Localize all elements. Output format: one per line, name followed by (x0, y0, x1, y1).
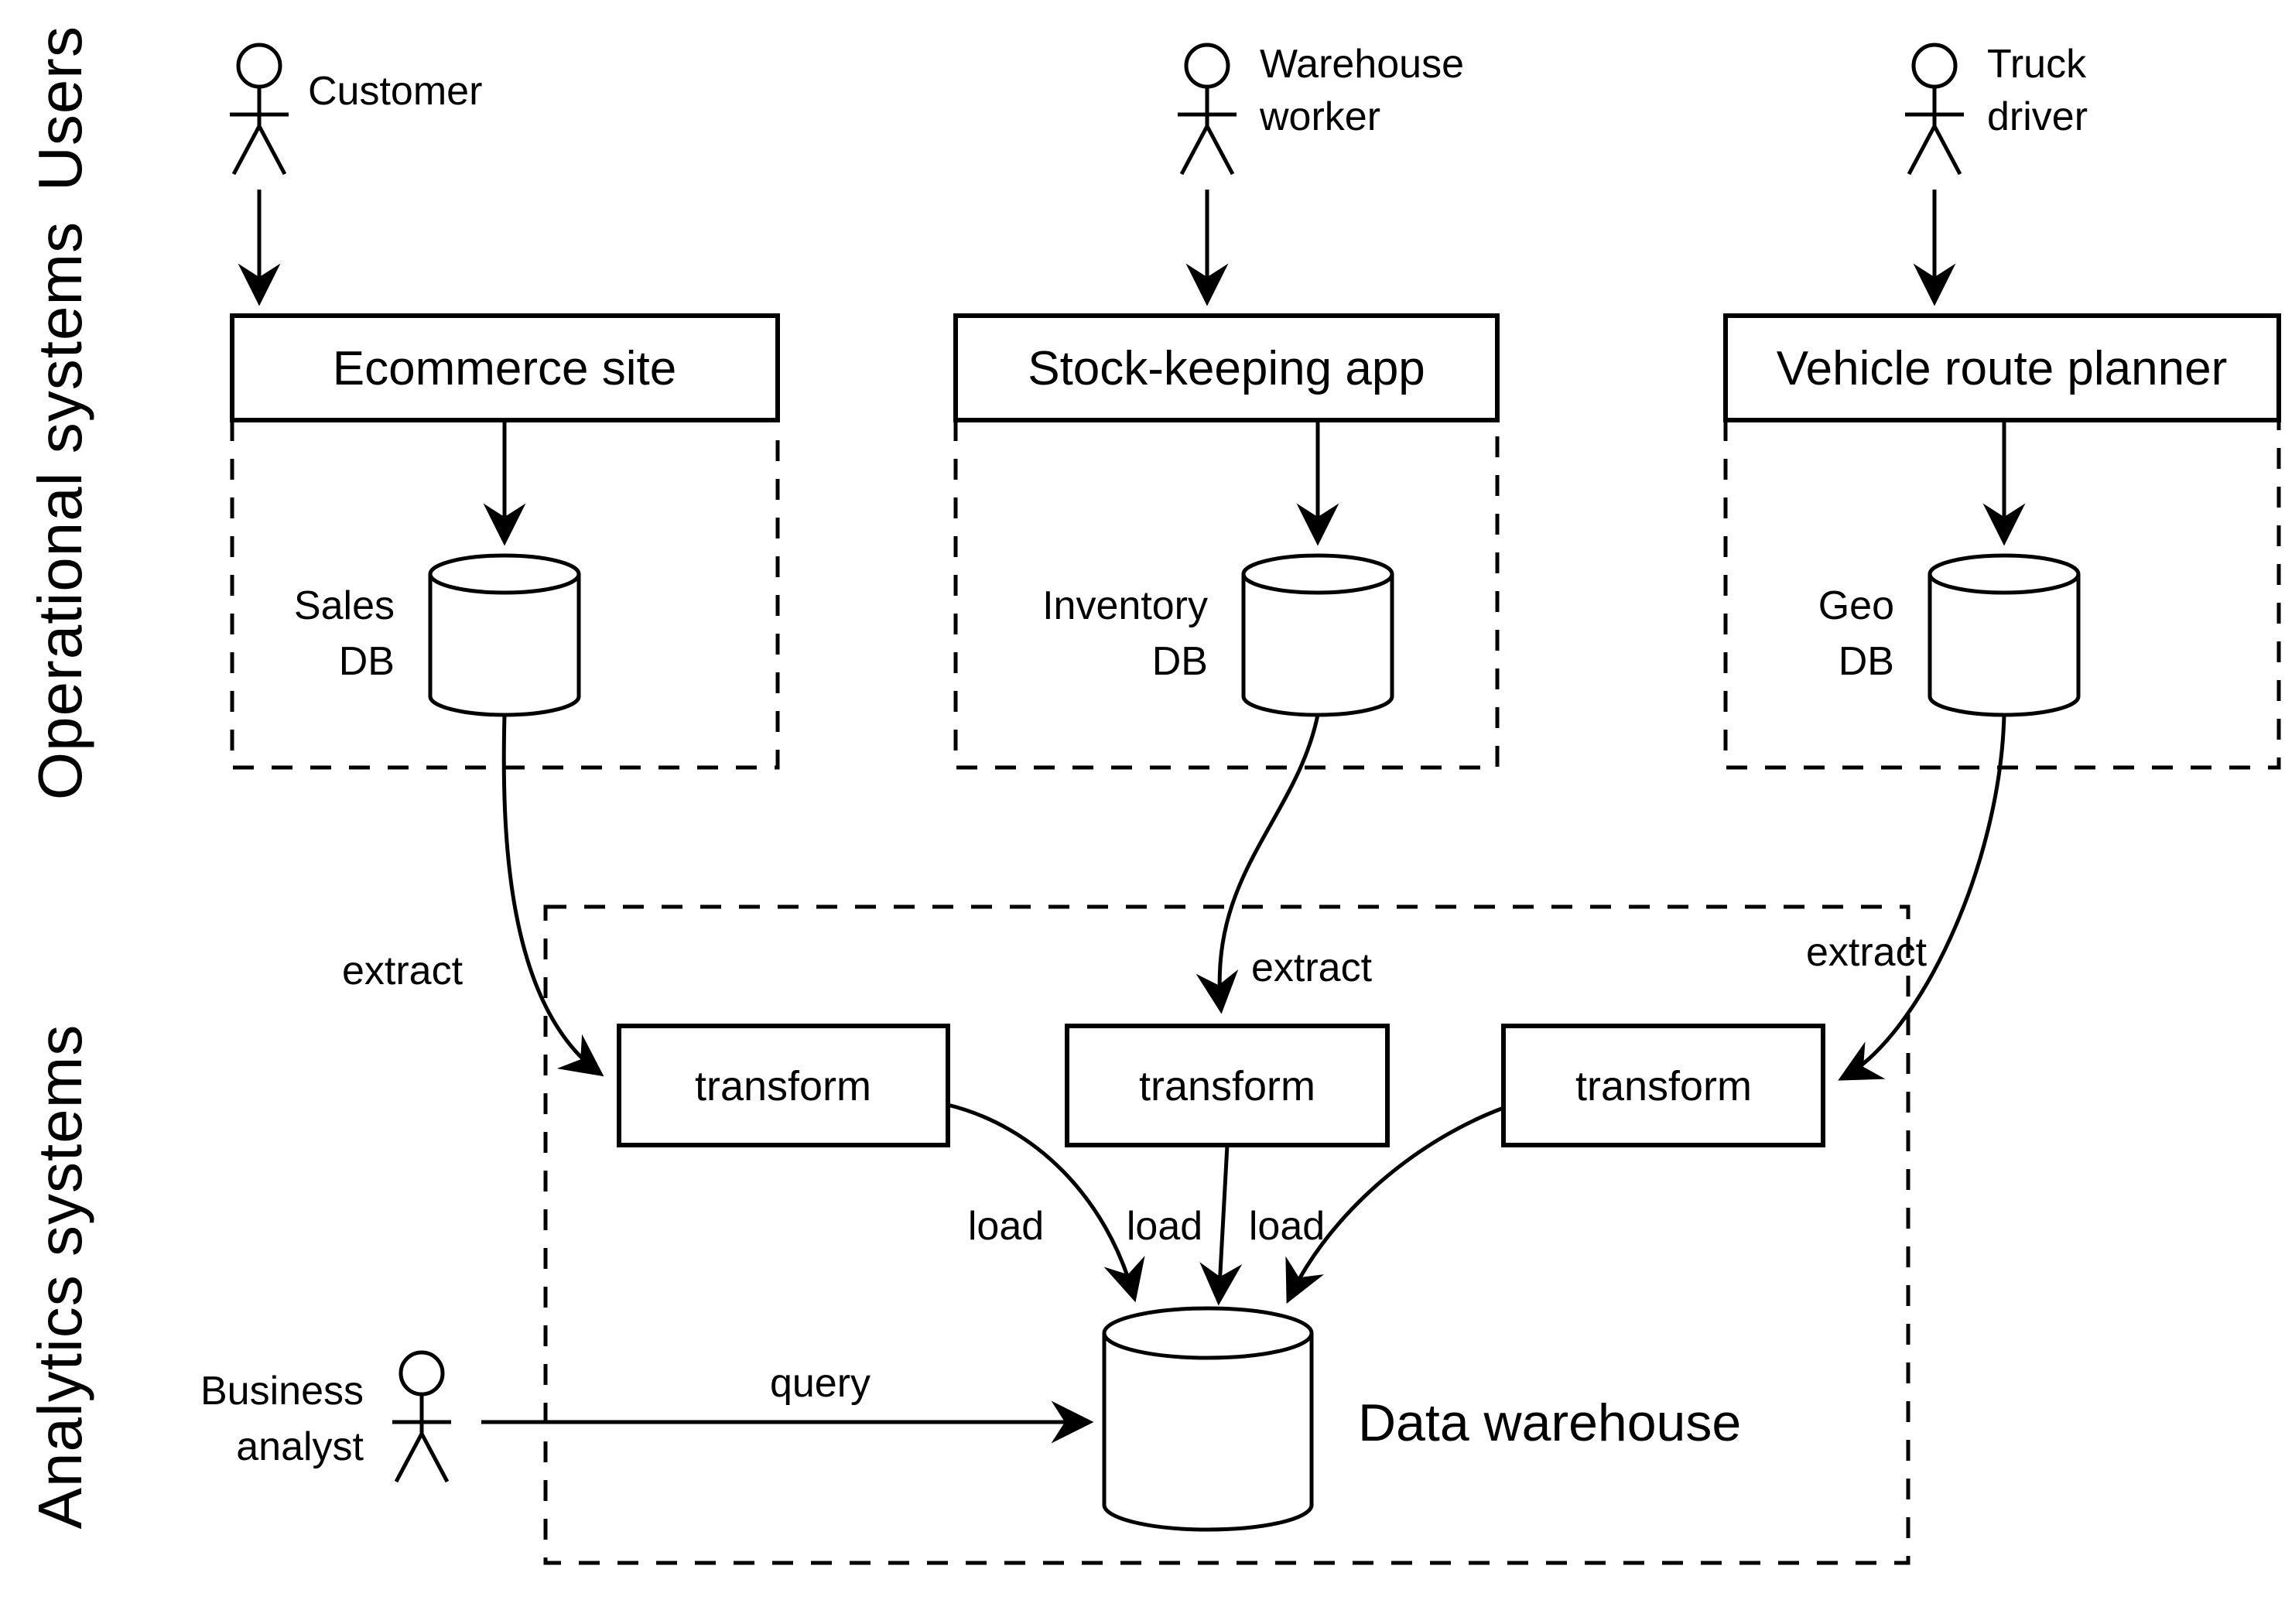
transform-label-3: transform (1575, 1063, 1752, 1109)
sales-db-cylinder-icon (428, 553, 581, 717)
operational-dashed-box-2 (953, 420, 1500, 770)
salesdb-extract-arrow (501, 714, 604, 1077)
geodb-extract-arrow (1838, 714, 2006, 1081)
analytics-section-label: Analytics systems (26, 1024, 94, 1530)
operational-section-label: Operational systems (26, 221, 94, 800)
extract-label-3: extract (1806, 930, 1928, 975)
geo-db-label-line2: DB (1839, 639, 1894, 684)
transform-label-1: transform (695, 1063, 871, 1109)
stock-keeping-label: Stock-keeping app (1028, 342, 1425, 395)
ecommerce-box (230, 313, 780, 422)
load-label-2: load (1127, 1204, 1202, 1249)
load-label-1: load (968, 1204, 1044, 1249)
inventory-db-label-line2: DB (1152, 639, 1208, 684)
query-label: query (770, 1361, 871, 1406)
inventorydb-extract-arrow (1196, 714, 1320, 1014)
warehouse-worker-figure-icon (1178, 45, 1237, 174)
sales-db-label-line2: DB (339, 639, 395, 684)
stock-keeping-box (953, 313, 1500, 422)
geo-db-label-line1: Geo (1818, 583, 1894, 628)
business-analyst-label-line2: analyst (236, 1424, 364, 1469)
load-arrow-3 (1285, 1106, 1504, 1304)
ecommerce-label: Ecommerce site (333, 342, 676, 395)
data-warehouse-cylinder-icon (1102, 1306, 1314, 1532)
load-arrow-1 (947, 1103, 1145, 1303)
transform-box-2 (1065, 1024, 1390, 1147)
extract-label-1: extract (342, 949, 463, 993)
customer-figure-icon (230, 45, 289, 174)
truck-driver-label-line1: Truck (1987, 42, 2087, 87)
extract-label-2: extract (1251, 945, 1373, 990)
load-label-3: load (1249, 1204, 1325, 1249)
truck-driver-figure-icon (1905, 45, 1964, 174)
customer-label: Customer (308, 69, 482, 114)
route-planner-label: Vehicle route planner (1777, 342, 2228, 395)
inventory-db-label-line1: Inventory (1042, 583, 1208, 628)
business-analyst-figure-icon (392, 1352, 451, 1482)
operational-dashed-box-3 (1723, 420, 2281, 770)
route-planner-box (1723, 313, 2281, 422)
warehouse-worker-label-line1: Warehouse (1260, 42, 1464, 87)
warehouse-worker-label-line2: worker (1259, 94, 1380, 139)
inventory-db-cylinder-icon (1241, 553, 1394, 717)
transform-box-1 (617, 1024, 950, 1147)
transform-label-2: transform (1139, 1063, 1315, 1109)
sales-db-label-line1: Sales (294, 583, 395, 628)
truck-driver-label-line2: driver (1987, 94, 2088, 139)
users-section-label: Users (26, 26, 94, 191)
geo-db-cylinder-icon (1928, 553, 2081, 717)
data-warehouse-label: Data warehouse (1358, 1393, 1741, 1452)
business-analyst-label-line1: Business (200, 1369, 364, 1414)
load-arrow-2 (1199, 1144, 1243, 1306)
transform-box-3 (1501, 1024, 1825, 1147)
